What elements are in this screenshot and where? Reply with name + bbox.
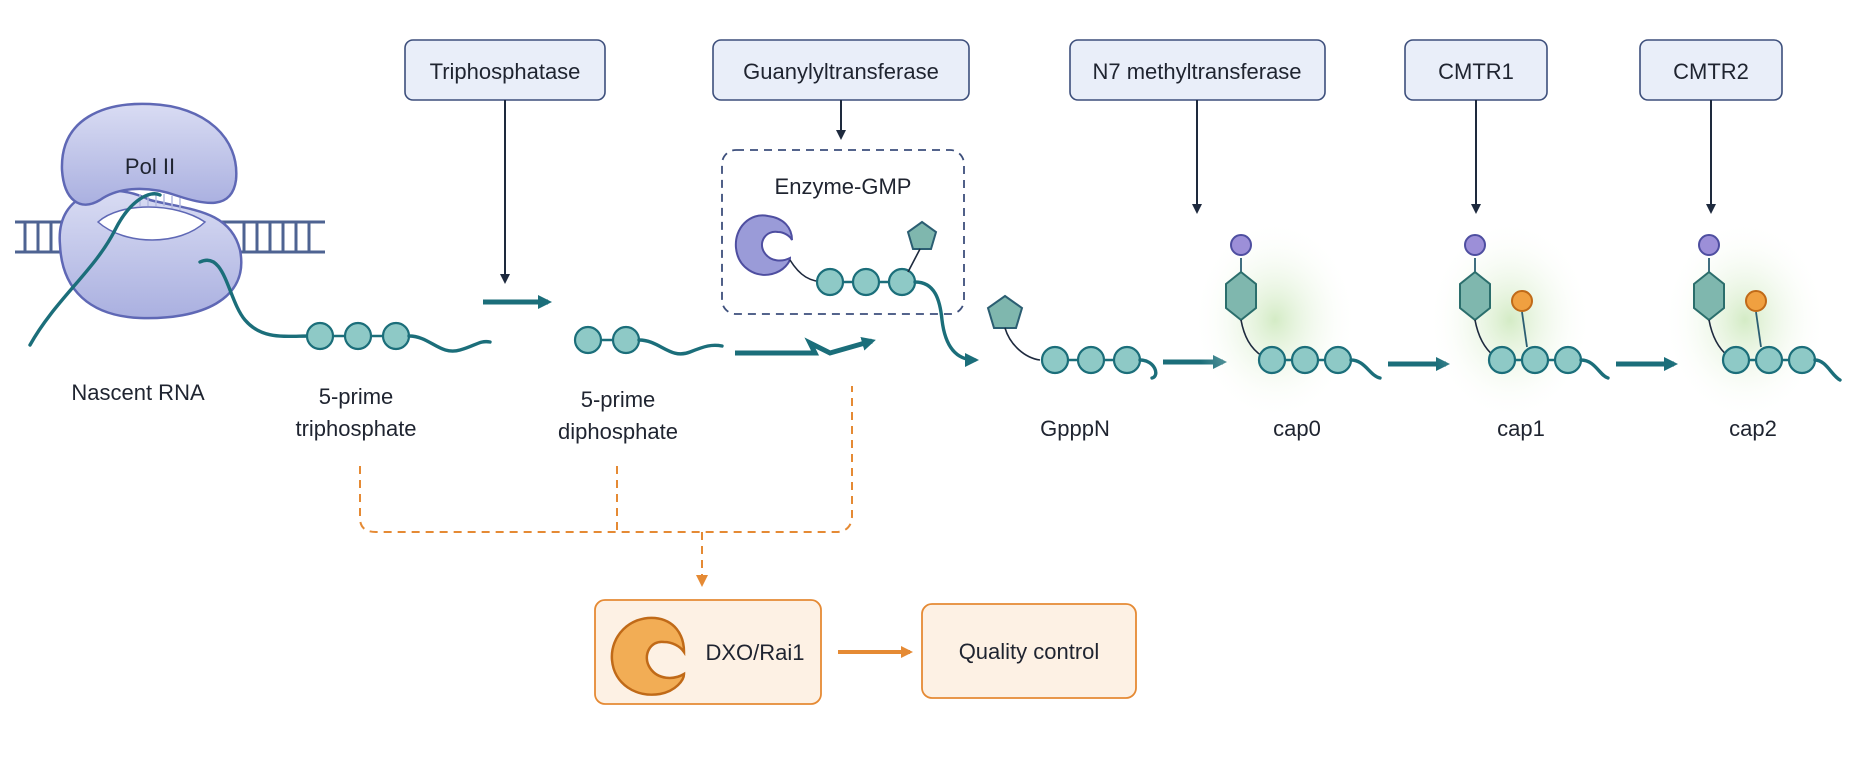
cap1-methyl-2o <box>1511 290 1533 312</box>
diphosphate-label-2: diphosphate <box>558 419 678 444</box>
triphosphate-label-2: triphosphate <box>295 416 416 441</box>
gpppn-guanosine-icon <box>986 294 1024 329</box>
triphosphate-label-1: 5-prime <box>319 384 394 409</box>
cap1-methyl-n7 <box>1464 234 1486 256</box>
cap0-methyl-n7 <box>1230 234 1252 256</box>
enzyme-cmtr2: CMTR2 <box>1639 39 1783 214</box>
enzyme-gmp-box: Enzyme-GMP <box>721 149 979 367</box>
cap1-label: cap1 <box>1497 416 1545 441</box>
cap0-rna <box>1193 220 1382 420</box>
qc-connectors <box>359 386 853 587</box>
decapping-enzyme-icon <box>610 616 686 696</box>
enzyme-cmtr1: CMTR1 <box>1404 39 1548 214</box>
quality-control-label: Quality control <box>959 639 1100 664</box>
guanosine-icon <box>906 220 938 250</box>
enzyme-n7-methyltransferase-label: N7 methyltransferase <box>1092 59 1301 84</box>
cap0-label: cap0 <box>1273 416 1321 441</box>
enzyme-guanylyltransferase: Guanylyltransferase <box>712 39 970 140</box>
quality-control-box: Quality control <box>921 603 1137 699</box>
cap2-methyl-2o <box>1745 290 1767 312</box>
pol-ii-upper-lobe <box>60 102 238 206</box>
cap2-rna <box>1663 220 1842 420</box>
cap2-label: cap2 <box>1729 416 1777 441</box>
enzyme-triphosphatase-label: Triphosphatase <box>430 59 581 84</box>
dxo-rai1-box: DXO/Rai1 <box>594 599 822 705</box>
gpppn-rna <box>986 294 1158 380</box>
pol-ii-complex: Pol II <box>15 102 325 347</box>
enzyme-cmtr1-label: CMTR1 <box>1438 59 1514 84</box>
triphosphate-rna <box>305 321 492 353</box>
enzyme-guanylyltransferase-label: Guanylyltransferase <box>743 59 939 84</box>
enzyme-gmp-label: Enzyme-GMP <box>775 174 912 199</box>
gpppn-label: GpppN <box>1040 416 1110 441</box>
enzyme-triphosphatase: Triphosphatase <box>404 39 606 284</box>
arrow-step-2 <box>735 337 876 356</box>
cap2-methyl-n7 <box>1698 234 1720 256</box>
nascent-rna-label: Nascent RNA <box>71 380 205 405</box>
cap1-rna <box>1428 220 1610 420</box>
enzyme-icon <box>734 214 793 276</box>
enzyme-cmtr2-label: CMTR2 <box>1673 59 1749 84</box>
pol-ii-label: Pol II <box>125 154 175 179</box>
dxo-rai1-label: DXO/Rai1 <box>705 640 804 665</box>
enzyme-n7-methyltransferase: N7 methyltransferase <box>1069 39 1326 214</box>
diphosphate-label-1: 5-prime <box>581 387 656 412</box>
diphosphate-rna <box>573 325 724 356</box>
